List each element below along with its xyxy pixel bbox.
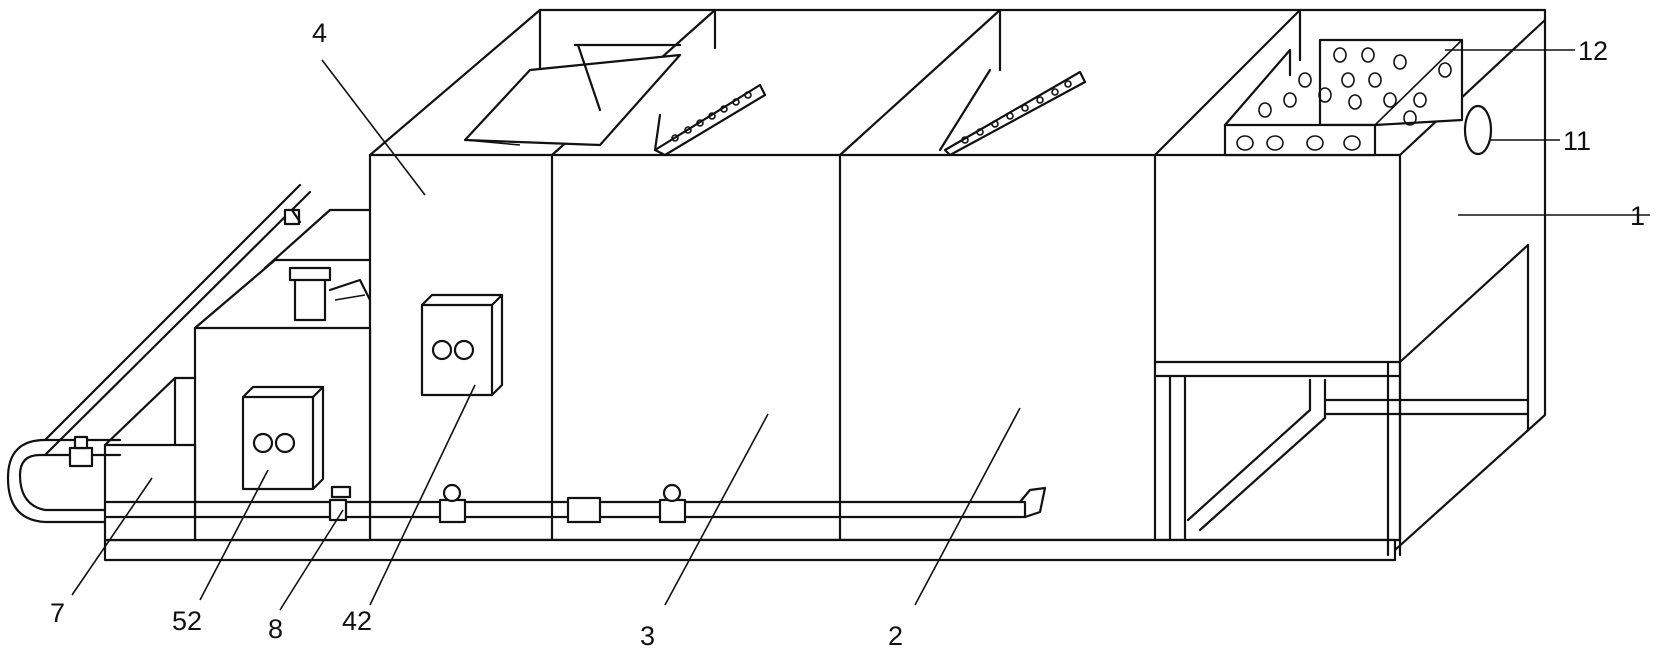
filter-plate-right [938,68,1087,157]
pipe-valve [658,483,687,524]
label-42: 42 [342,606,372,636]
label-12: 12 [1578,36,1608,66]
control-box-52 [241,385,325,491]
leader-lines [71,49,1650,611]
label-3: 3 [640,621,655,651]
filter-plate-left [653,83,767,157]
label-8: 8 [268,614,283,644]
main-tank [103,8,1547,562]
return-pipe [6,183,312,524]
label-11: 11 [1563,126,1591,156]
part-labels: 4 12 11 1 2 3 42 8 52 7 [50,18,1645,651]
support-frame [1153,243,1530,557]
pipe-valve [438,483,467,524]
valve-8 [328,485,352,522]
pipe-coupling [566,496,602,524]
outlet-port [1463,104,1493,156]
hopper [463,43,682,147]
label-2: 2 [888,621,903,651]
label-7: 7 [50,598,65,628]
perforated-plate [1223,38,1464,157]
label-52: 52 [172,606,202,636]
control-box-42 [420,293,504,397]
plate-holes [1236,47,1452,151]
left-unit [103,208,372,542]
label-4: 4 [312,18,327,48]
label-1: 1 [1630,201,1645,231]
bottom-pipe [103,483,1047,524]
